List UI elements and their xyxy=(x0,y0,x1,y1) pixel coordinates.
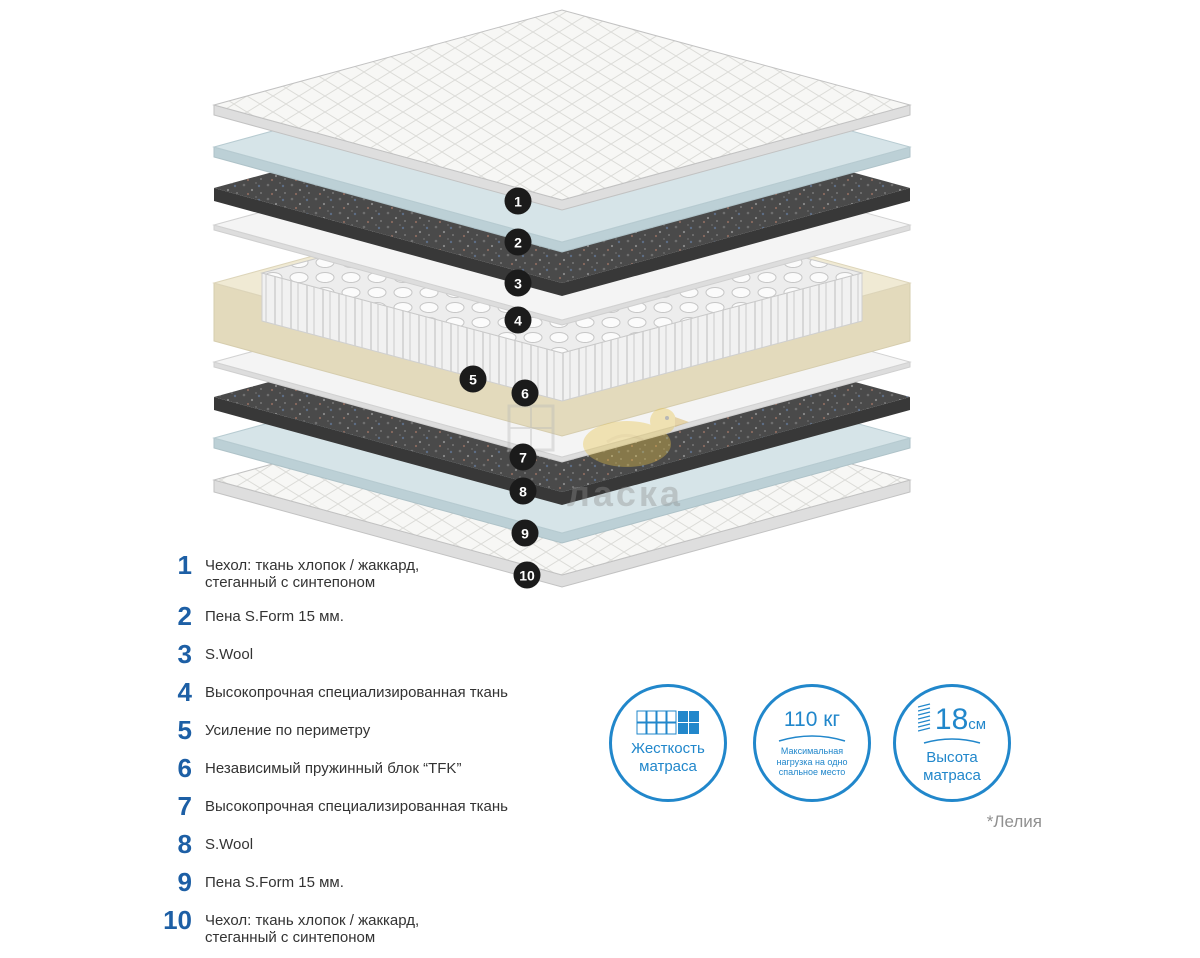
height-value-row: 18 см xyxy=(917,702,987,736)
legend-item-5: 5 Усиление по периметру xyxy=(152,717,572,743)
mattress-exploded-view xyxy=(212,9,912,588)
max-load-value: 110 кг xyxy=(783,707,841,731)
legend-number: 10 xyxy=(163,905,192,935)
legend-item-9: 9 Пена S.Form 15 мм. xyxy=(152,869,572,895)
legend-item-2: 2 Пена S.Form 15 мм. xyxy=(152,603,572,629)
legend-item-1: 1 Чехол: ткань хлопок / жаккард, стеганн… xyxy=(152,552,572,591)
legend-text: Пена S.Form 15 мм. xyxy=(205,608,344,625)
layer-marker-7: 7 xyxy=(509,443,537,471)
layer-1-quilted-cover xyxy=(212,9,912,211)
model-footnote: *Лелия xyxy=(986,812,1042,831)
legend-number: 7 xyxy=(177,791,192,821)
legend-item-3: 3 S.Wool xyxy=(152,641,572,667)
firmness-label: Жесткость матраса xyxy=(631,740,705,775)
layer-marker-10: 10 xyxy=(513,561,541,589)
legend-item-6: 6 Независимый пружинный блок “TFK” xyxy=(152,755,572,781)
layer-marker-3: 3 xyxy=(504,269,532,297)
layer-marker-6: 6 xyxy=(511,379,539,407)
badge-height: 18 см Высота матраса xyxy=(893,684,1011,802)
legend-text: Чехол: ткань хлопок / жаккард, стеганный… xyxy=(205,912,420,946)
legend-item-7: 7 Высокопрочная специализированная ткань xyxy=(152,793,572,819)
firmness-scale-icon xyxy=(636,710,699,735)
legend-text: Пена S.Form 15 мм. xyxy=(205,874,344,891)
legend-number: 8 xyxy=(177,829,192,859)
layer-marker-4: 4 xyxy=(504,306,532,334)
height-label: Высота матраса xyxy=(923,748,981,784)
legend-text: S.Wool xyxy=(205,646,254,663)
badge-max-load: 110 кг Максимальная нагрузка на одно спа… xyxy=(753,684,871,802)
legend-item-4: 4 Высокопрочная специализированная ткань xyxy=(152,679,572,705)
height-unit: см xyxy=(968,715,987,733)
legend-number: 5 xyxy=(177,715,192,745)
layer-marker-5: 5 xyxy=(459,365,487,393)
layer-marker-1: 1 xyxy=(504,187,532,215)
legend-number: 2 xyxy=(177,601,192,631)
height-ruler-icon xyxy=(917,702,931,732)
legend-text: Высокопрочная специализированная ткань xyxy=(205,798,508,815)
legend-number: 3 xyxy=(177,639,192,669)
height-value: 18 xyxy=(934,702,969,736)
layer-marker-9: 9 xyxy=(511,519,539,547)
badge-firmness: Жесткость матраса xyxy=(609,684,727,802)
layer-legend: 1 Чехол: ткань хлопок / жаккард, стеганн… xyxy=(152,552,572,958)
legend-item-10: 10 Чехол: ткань хлопок / жаккард, стеган… xyxy=(152,907,572,946)
layer-marker-2: 2 xyxy=(504,228,532,256)
legend-text: Чехол: ткань хлопок / жаккард, стеганный… xyxy=(205,557,420,591)
legend-number: 1 xyxy=(177,550,192,580)
max-load-caption: Максимальная нагрузка на одно спальное м… xyxy=(776,745,848,778)
legend-item-8: 8 S.Wool xyxy=(152,831,572,857)
legend-number: 4 xyxy=(177,677,192,707)
legend-number: 9 xyxy=(177,867,192,897)
legend-text: Усиление по периметру xyxy=(205,722,371,739)
legend-text: S.Wool xyxy=(205,836,254,853)
legend-number: 6 xyxy=(177,753,192,783)
legend-text: Независимый пружинный блок “TFK” xyxy=(205,760,462,777)
mattress-surface-icon xyxy=(778,735,846,742)
layer-marker-8: 8 xyxy=(509,477,537,505)
legend-text: Высокопрочная специализированная ткань xyxy=(205,684,508,701)
mattress-surface-icon xyxy=(923,737,981,744)
